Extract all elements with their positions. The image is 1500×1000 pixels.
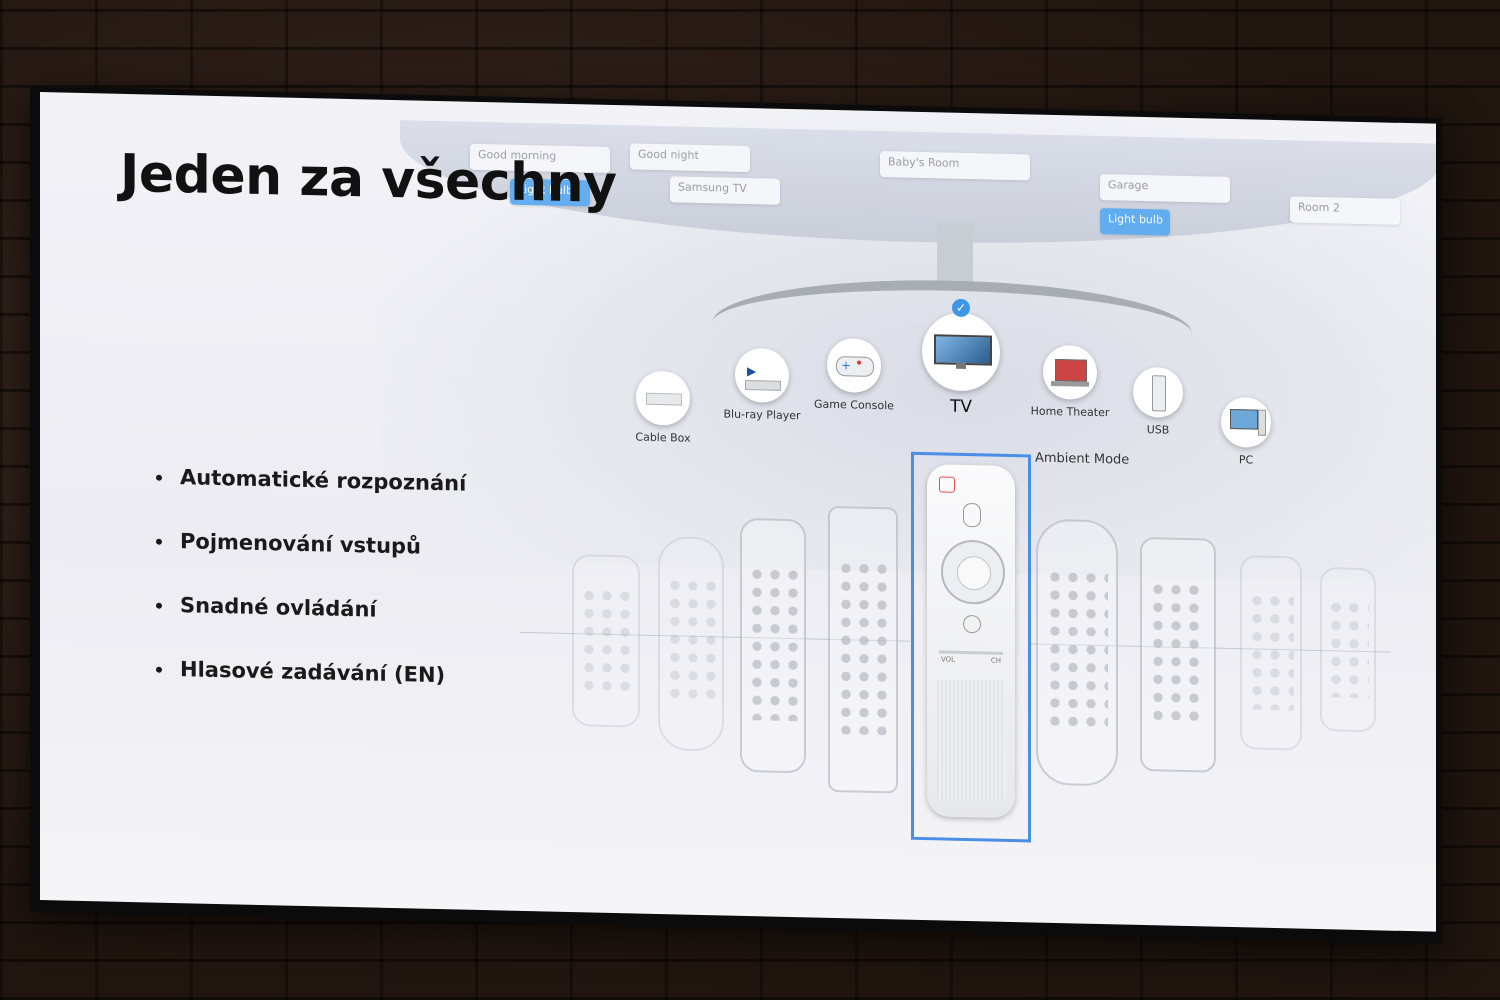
tv-stand-neck: [937, 222, 973, 284]
ambient-mode-label: Ambient Mode: [1035, 450, 1130, 468]
home-theater-icon: [1043, 344, 1097, 400]
device-label: Home Theater: [1030, 404, 1110, 420]
home-icon: [963, 614, 981, 634]
tv-ui-card: Samsung TV: [670, 176, 780, 205]
tv-ui-card: Room 2: [1290, 196, 1400, 225]
tv-ui-card: Garage: [1100, 174, 1230, 204]
slide-title: Jeden za všechny: [120, 143, 617, 216]
device-cable-box: Cable Box: [628, 370, 698, 445]
device-label: Cable Box: [635, 430, 691, 445]
remote-illustration: [1240, 555, 1302, 751]
vol-label: VOL: [941, 655, 956, 664]
gamepad-icon: +: [827, 337, 881, 394]
remote-illustration: [1140, 536, 1216, 773]
power-icon: [939, 476, 955, 493]
device-bluray: ▶ Blu-ray Player: [722, 347, 802, 422]
samsung-smart-remote: VOL CH: [927, 464, 1015, 819]
device-label-selected: TV: [949, 396, 972, 418]
remote-illustration: [828, 505, 898, 794]
device-label: Game Console: [814, 397, 894, 413]
tv-icon: ✓: [922, 298, 1000, 392]
tv-ui-card: Light bulb: [1100, 208, 1170, 236]
bullet-item: Pojmenování vstupů: [152, 529, 466, 600]
device-game-console: + Game Console: [812, 337, 896, 413]
device-home-theater: Home Theater: [1030, 344, 1110, 419]
device-usb: USB: [1128, 366, 1188, 437]
ch-label: CH: [990, 656, 1001, 665]
device-tv[interactable]: ✓ TV: [916, 298, 1006, 418]
device-pc: PC: [1216, 396, 1276, 467]
remote-illustration: [740, 517, 806, 774]
navigation-ring: [941, 539, 1005, 605]
bullet-item: Snadné ovládání: [152, 593, 466, 664]
check-icon: ✓: [952, 298, 970, 318]
remote-illustration: [658, 536, 724, 752]
presentation-screen: Good morning Good night Light bulb Samsu…: [40, 92, 1436, 932]
volume-channel-rocker: VOL CH: [939, 650, 1003, 669]
remote-illustration: [1036, 518, 1118, 787]
tv-ui-card: Good night: [630, 143, 750, 173]
remote-illustration: [1320, 567, 1376, 733]
usb-icon: [1133, 366, 1183, 418]
bullet-item: Automatické rozpoznání: [152, 465, 466, 536]
remote-body-texture: [937, 679, 1005, 801]
bluray-icon: ▶: [735, 347, 789, 403]
device-label: Blu-ray Player: [723, 407, 801, 423]
device-label: PC: [1238, 453, 1254, 467]
pc-icon: [1221, 396, 1271, 448]
cable-box-icon: [636, 370, 690, 426]
device-label: USB: [1146, 423, 1170, 437]
remote-illustration: [572, 554, 640, 728]
microphone-icon: [963, 502, 981, 528]
bullet-item: Hlasové zadávání (EN): [152, 657, 466, 728]
tv-ui-card: Baby's Room: [880, 151, 1030, 181]
bullet-list: Automatické rozpoznání Pojmenování vstup…: [152, 465, 466, 728]
